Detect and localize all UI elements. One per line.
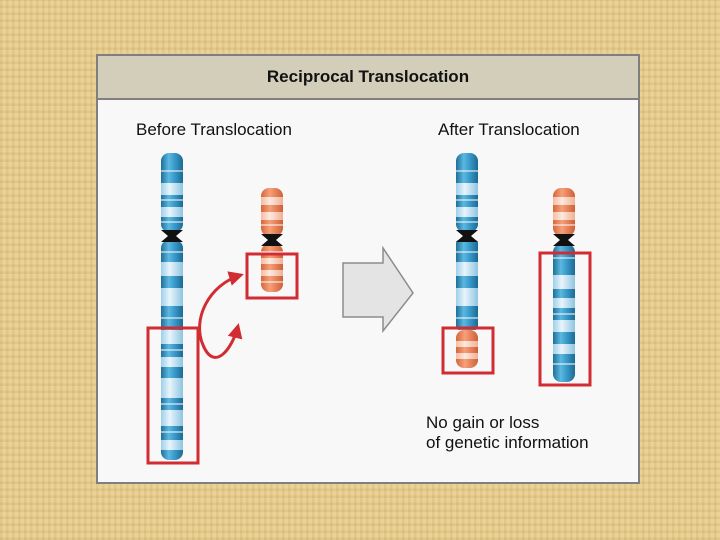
highlight-box-blue-segment-after [538,251,592,387]
orange-chromosome-before [261,188,283,292]
highlight-box-orange-segment [245,252,299,300]
result-note-line-1: No gain or loss [426,413,540,432]
diagram-card: Reciprocal Translocation Before Transloc… [96,54,640,484]
transition-arrow [342,245,414,334]
diagram-title: Reciprocal Translocation [98,56,638,100]
highlight-box-blue-segment [146,326,200,465]
blue-chromosome-before [161,153,183,460]
before-translocation-label: Before Translocation [136,120,292,139]
exchange-arrow [198,271,244,359]
after-translocation-label: After Translocation [438,120,580,139]
orange-chromosome-after [553,188,575,382]
result-note: No gain or loss of genetic information [426,413,589,453]
blue-chromosome-after [456,153,478,368]
result-note-line-2: of genetic information [426,433,589,452]
highlight-box-orange-segment-after [441,326,495,375]
